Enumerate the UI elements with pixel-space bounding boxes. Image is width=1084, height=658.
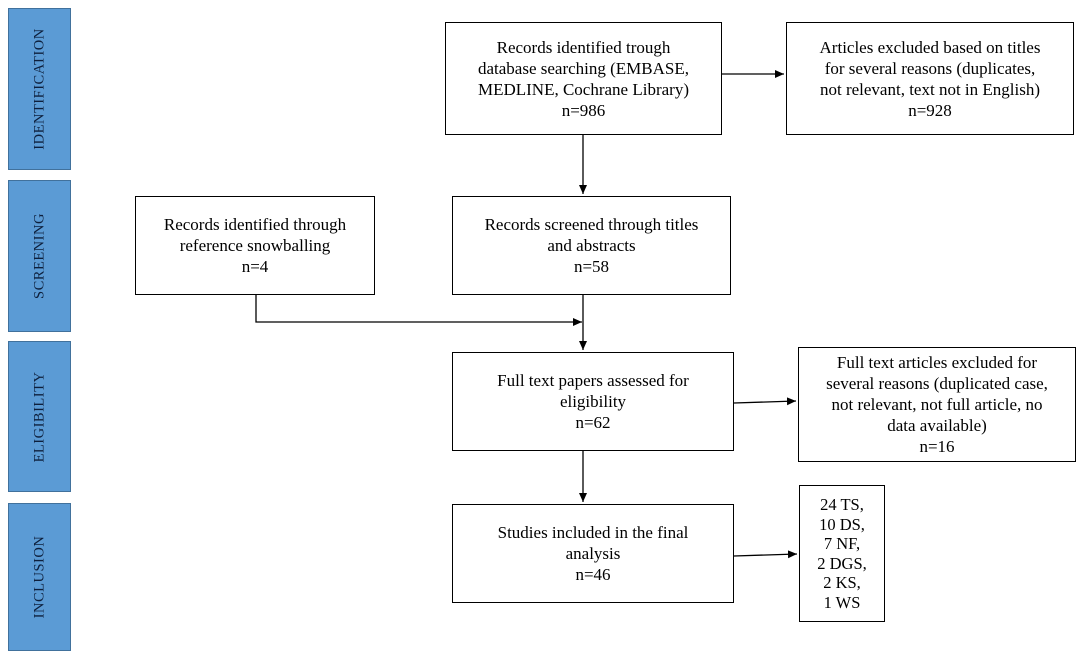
box-count: n=58	[573, 257, 610, 276]
box-line: data available)	[887, 416, 987, 435]
records-identified-box: Records identified trough database searc…	[445, 22, 722, 135]
full-text-assessed-box: Full text papers assessed for eligibilit…	[452, 352, 734, 451]
records-screened-box: Records screened through titles and abst…	[452, 196, 731, 295]
box-line: reference snowballing	[179, 236, 331, 255]
box-count: n=62	[575, 413, 611, 432]
arrow-snowballing-merge	[255, 295, 582, 326]
box-line: Studies included in the final	[497, 523, 689, 542]
box-line: database searching (EMBASE,	[477, 58, 690, 78]
phase-label: IDENTIFICATION	[31, 28, 47, 150]
box-line: not relevant, not full article, no	[831, 395, 1043, 414]
study-type-item: 2 KS,	[823, 573, 861, 592]
box-line: MEDLINE, Cochrane Library)	[477, 79, 689, 99]
study-type-item: 24 TS,	[820, 495, 864, 514]
box-line: analysis	[565, 544, 621, 563]
box-count: n=46	[575, 565, 611, 584]
box-line: Records identified trough	[496, 37, 671, 57]
box-line: Full text articles excluded for	[836, 353, 1038, 372]
box-line: for several reasons (duplicates,	[824, 58, 1036, 78]
study-type-item: 2 DGS,	[817, 553, 867, 573]
box-line: and abstracts	[547, 236, 636, 255]
arrow-to-full-text-excluded	[733, 397, 797, 406]
box-count: n=986	[561, 100, 606, 120]
box-line: Articles excluded based on titles	[819, 37, 1041, 57]
box-line: eligibility	[559, 392, 627, 411]
box-count: n=928	[908, 100, 952, 120]
phase-identification: IDENTIFICATION	[8, 8, 71, 170]
snowballing-box: Records identified through reference sno…	[135, 196, 375, 295]
box-line: Records screened through titles	[484, 215, 699, 234]
box-line: not relevant, text not in English)	[819, 79, 1040, 99]
phase-inclusion: INCLUSION	[8, 503, 71, 651]
studies-included-box: Studies included in the final analysis n…	[452, 504, 734, 603]
phase-label: SCREENING	[31, 213, 47, 299]
phase-eligibility: ELIGIBILITY	[8, 341, 71, 492]
full-text-excluded-box: Full text articles excluded for several …	[798, 347, 1076, 462]
box-line: Full text papers assessed for	[497, 371, 689, 390]
study-type-item: 7 NF,	[823, 534, 861, 553]
phase-screening: SCREENING	[8, 180, 71, 332]
box-count: n=16	[919, 437, 955, 456]
study-type-item: 10 DS,	[819, 514, 865, 534]
box-line: Records identified through	[163, 215, 347, 234]
box-line: several reasons (duplicated case,	[826, 374, 1048, 393]
arrow-to-study-types	[733, 550, 798, 559]
box-count: n=4	[241, 257, 269, 276]
articles-excluded-titles-box: Articles excluded based on titles for se…	[786, 22, 1074, 135]
phase-label: ELIGIBILITY	[31, 371, 47, 462]
study-types-box: 24 TS, 10 DS, 7 NF, 2 DGS, 2 KS, 1 WS	[799, 485, 885, 622]
study-type-item: 1 WS	[823, 592, 861, 612]
phase-label: INCLUSION	[31, 535, 47, 619]
